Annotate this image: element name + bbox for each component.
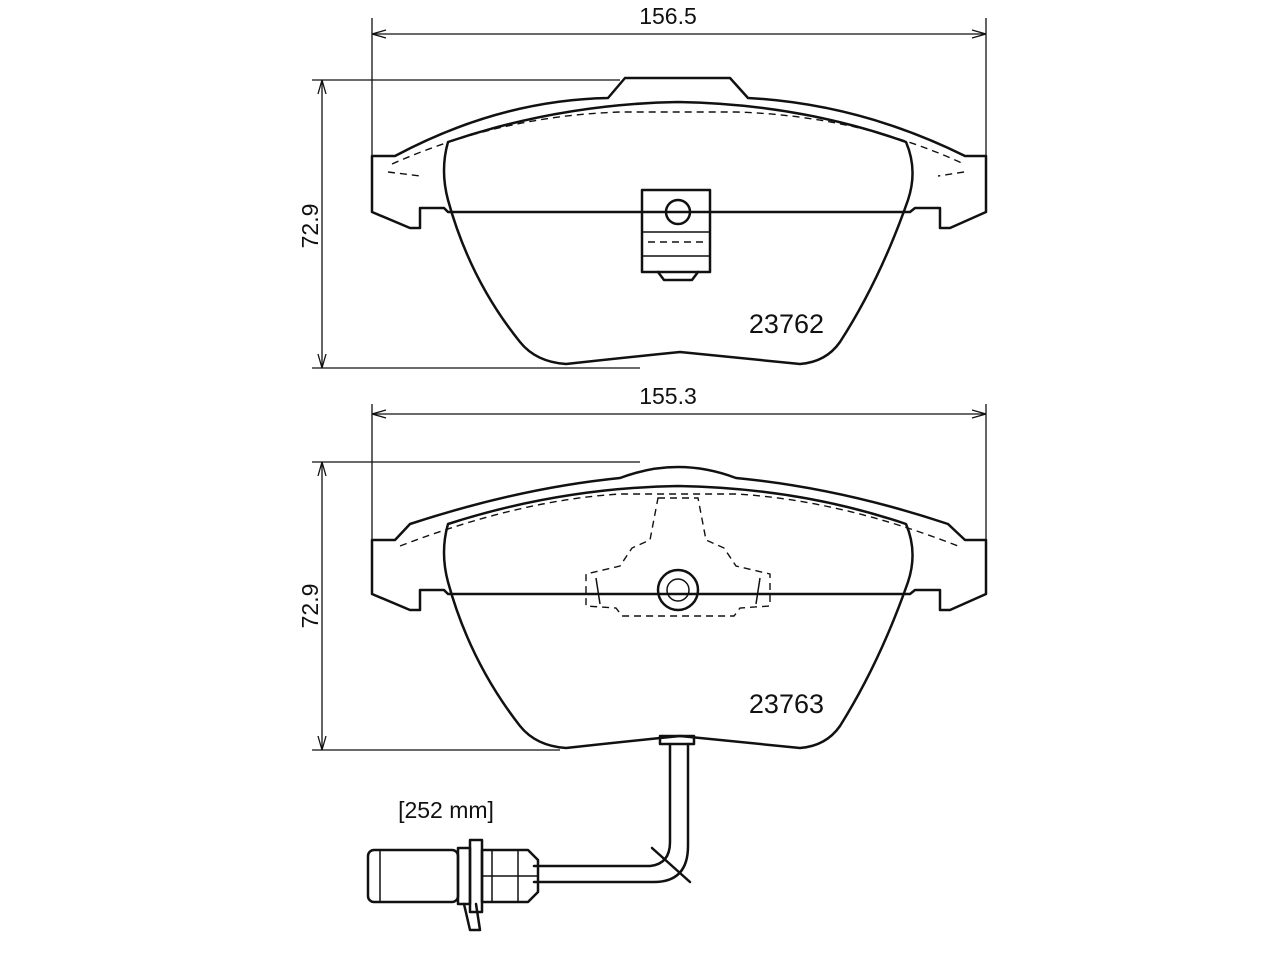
- top-backing-plate: [370, 76, 988, 230]
- top-height-dimension: 72.9: [297, 79, 640, 369]
- top-width-label: 156.5: [639, 3, 697, 29]
- top-pad: 156.5 72.9 23762: [297, 3, 988, 369]
- bottom-height-label: 72.9: [297, 584, 323, 629]
- top-part-number: 23762: [749, 309, 824, 339]
- bottom-backing-plate: [370, 465, 988, 612]
- top-friction-pad: [442, 100, 914, 366]
- cable-length-label: [252 mm]: [398, 797, 494, 823]
- top-center-clip: [640, 188, 712, 282]
- bottom-width-dimension: 155.3: [371, 383, 987, 540]
- bottom-part-number: 23763: [749, 689, 824, 719]
- wear-sensor: [252 mm]: [366, 734, 696, 932]
- top-width-dimension: 156.5: [371, 3, 987, 158]
- bottom-center-clip: [585, 497, 771, 617]
- bottom-friction-pad: [442, 484, 914, 750]
- bottom-height-dimension: 72.9: [297, 461, 640, 751]
- sensor-connector: [366, 838, 540, 932]
- top-height-label: 72.9: [297, 204, 323, 249]
- bottom-pad: 155.3 72.9 23763: [297, 383, 988, 932]
- bottom-width-label: 155.3: [639, 383, 697, 409]
